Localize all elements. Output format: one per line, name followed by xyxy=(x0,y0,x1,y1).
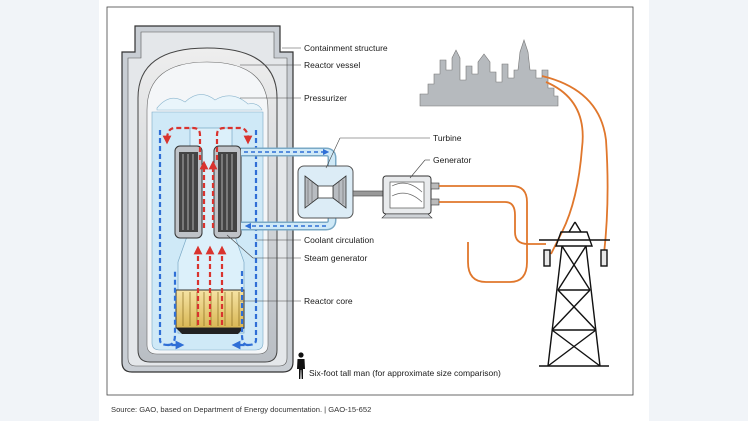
hot-coolant-flow xyxy=(162,126,253,325)
turbine-icon xyxy=(297,165,354,219)
turbine-shaft xyxy=(352,190,384,197)
transmission-tower-icon xyxy=(539,221,610,367)
pressurizer-surface xyxy=(156,94,263,111)
figure-frame xyxy=(106,6,634,396)
label-pressurizer: Pressurizer xyxy=(304,93,347,103)
label-coolant-circulation: Coolant circulation xyxy=(304,235,374,245)
label-size-comparison: Six-foot tall man (for approximate size … xyxy=(309,368,501,378)
generator-icon xyxy=(381,175,440,219)
label-reactor-core: Reactor core xyxy=(304,296,353,306)
city-skyline-icon xyxy=(419,39,559,107)
label-turbine: Turbine xyxy=(433,133,462,143)
label-reactor-vessel: Reactor vessel xyxy=(304,60,360,70)
steam-generator-left xyxy=(174,145,203,239)
transmission-lines xyxy=(439,75,609,283)
leader-lines xyxy=(226,47,430,302)
person-icon xyxy=(297,352,305,379)
label-containment-structure: Containment structure xyxy=(304,43,388,53)
steam-piping xyxy=(241,147,337,231)
cold-coolant-flow xyxy=(158,130,258,350)
label-generator: Generator xyxy=(433,155,471,165)
label-steam-generator: Steam generator xyxy=(304,253,367,263)
source-note: Source: GAO, based on Department of Ener… xyxy=(111,405,371,414)
